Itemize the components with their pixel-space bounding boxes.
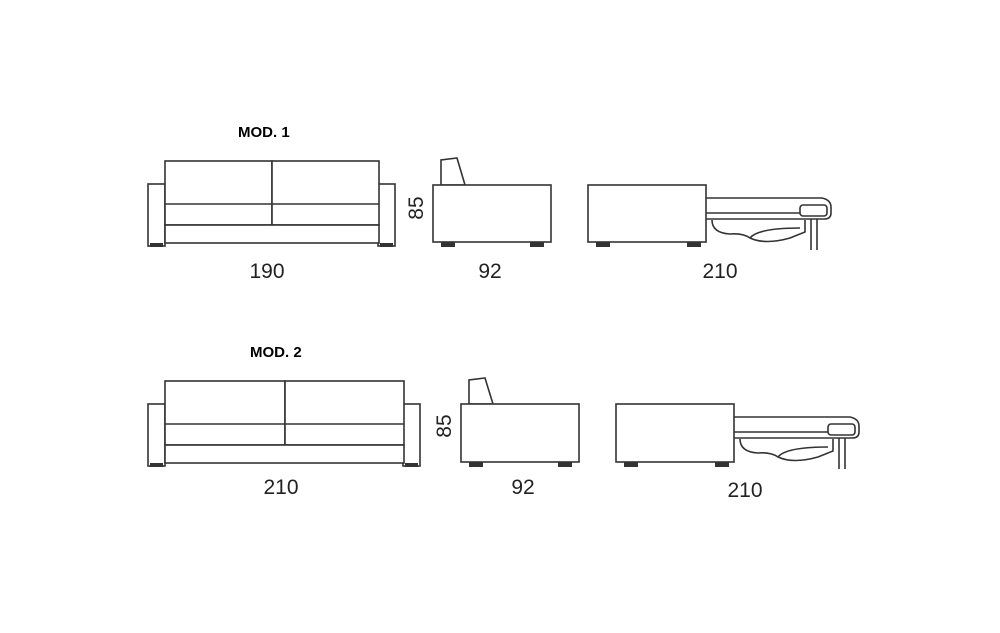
model-1-side-depth: 92: [478, 260, 501, 283]
model-2-bed-length: 210: [727, 479, 762, 502]
model-2-front-width: 210: [263, 476, 298, 499]
model-2-front-view-icon: [147, 380, 421, 467]
model-2: MOD. 2 210 85 92: [147, 344, 860, 502]
model-1-side-view-icon: [432, 157, 552, 247]
model-2-title: MOD. 2: [250, 344, 302, 361]
model-1-bed-open-view-icon: [587, 184, 832, 250]
model-1-bed-length: 210: [702, 260, 737, 283]
model-1: MOD. 1 190 85 92: [147, 124, 832, 283]
model-1-front-width: 190: [249, 260, 284, 283]
model-1-front-view-icon: [147, 160, 396, 247]
model-2-bed-open-view-icon: [615, 403, 860, 469]
model-2-side-depth: 92: [511, 476, 534, 499]
model-2-side-view-icon: [460, 377, 580, 467]
model-1-side-height: 85: [405, 196, 428, 219]
model-2-side-height: 85: [433, 414, 456, 437]
model-1-title: MOD. 1: [238, 124, 290, 141]
